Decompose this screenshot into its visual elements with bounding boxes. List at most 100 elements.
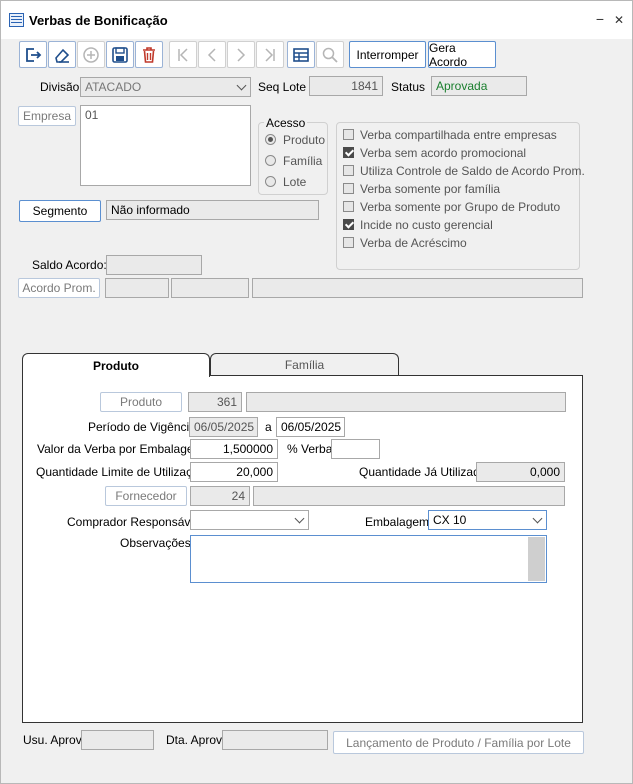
exit-icon — [26, 47, 42, 62]
save-button[interactable] — [106, 41, 134, 68]
chevron-down-icon — [236, 80, 247, 91]
periodo-label: Período de Vigência — [88, 420, 196, 434]
periodo-separator: a — [265, 420, 272, 434]
tab-produto[interactable]: Produto — [22, 353, 210, 377]
produto-desc-field[interactable] — [246, 392, 566, 412]
pct-verba-label: % Verba — [287, 442, 333, 456]
dta-aprov-field[interactable] — [222, 730, 328, 750]
check-custo-gerencial[interactable] — [343, 219, 354, 230]
check-sem-acordo-label: Verba sem acordo promocional — [360, 146, 527, 160]
delete-button[interactable] — [135, 41, 163, 68]
dta-aprov-label: Dta. Aprov. — [166, 733, 225, 747]
check-controle-saldo-label: Utiliza Controle de Saldo de Acordo Prom… — [360, 164, 585, 178]
exit-button[interactable] — [19, 41, 47, 68]
window-icon — [9, 13, 24, 27]
usu-aprov-label: Usu. Aprov. — [23, 733, 85, 747]
check-grupo-produto-label: Verba somente por Grupo de Produto — [360, 200, 561, 214]
acordo-prom-field-1[interactable] — [105, 278, 169, 298]
saldo-acordo-label: Saldo Acordo: — [32, 258, 107, 272]
pct-verba-field[interactable] — [331, 439, 380, 459]
status-field[interactable]: Aprovada — [431, 76, 527, 96]
check-acrescimo[interactable] — [343, 237, 354, 248]
valor-verba-field[interactable]: 1,500000 — [190, 439, 278, 459]
eraser-icon — [55, 48, 70, 63]
first-icon — [178, 47, 188, 62]
check-custo-gerencial-label: Incide no custo gerencial — [360, 218, 493, 232]
divisao-select[interactable]: ATACADO — [80, 77, 251, 97]
seq-lote-field[interactable]: 1841 — [309, 76, 383, 96]
add-icon — [83, 46, 99, 63]
check-somente-familia[interactable] — [343, 183, 354, 194]
search-icon — [322, 47, 338, 63]
acordo-prom-field-2[interactable] — [171, 278, 249, 298]
acesso-familia-radio[interactable] — [265, 155, 276, 166]
valor-verba-label: Valor da Verba por Embalagem — [37, 442, 204, 456]
segmento-field[interactable]: Não informado — [106, 200, 319, 220]
qtd-usada-label: Quantidade Já Utilizada — [359, 465, 487, 479]
fornecedor-desc-field[interactable] — [253, 486, 565, 506]
lancamento-lote-button[interactable]: Lançamento de Produto / Família por Lote — [333, 731, 584, 754]
grid-view-button[interactable] — [287, 41, 315, 68]
last-record-button[interactable] — [256, 41, 284, 68]
usu-aprov-field[interactable] — [81, 730, 154, 750]
saldo-acordo-field[interactable] — [106, 255, 202, 275]
interromper-button[interactable]: Interromper — [349, 41, 426, 68]
options-group — [336, 122, 580, 270]
grid-icon — [293, 47, 309, 62]
gera-acordo-button[interactable]: Gera Acordo — [428, 41, 496, 69]
qtd-limite-field[interactable]: 20,000 — [190, 462, 278, 482]
first-record-button[interactable] — [169, 41, 197, 68]
qtd-usada-field[interactable]: 0,000 — [476, 462, 565, 482]
check-acrescimo-label: Verba de Acréscimo — [360, 236, 467, 250]
chevron-down-icon — [294, 513, 305, 524]
observacoes-textarea[interactable] — [190, 535, 547, 583]
prev-icon — [207, 47, 216, 62]
save-icon — [112, 46, 128, 63]
fornecedor-button[interactable]: Fornecedor — [105, 486, 187, 506]
check-compartilhada[interactable] — [343, 129, 354, 140]
comprador-select[interactable] — [190, 510, 309, 530]
divisao-label: Divisão — [40, 80, 80, 94]
next-record-button[interactable] — [227, 41, 255, 68]
periodo-to-field[interactable]: 06/05/2025 — [276, 417, 345, 437]
tab-familia[interactable]: Família — [210, 353, 399, 375]
acordo-prom-field-3[interactable] — [252, 278, 583, 298]
check-grupo-produto[interactable] — [343, 201, 354, 212]
fornecedor-code-field[interactable]: 24 — [190, 486, 250, 506]
minimize-button[interactable]: − — [595, 11, 605, 27]
seq-lote-label: Seq Lote — [258, 80, 307, 94]
empresa-button[interactable]: Empresa — [18, 106, 76, 126]
segmento-button[interactable]: Segmento — [19, 200, 101, 222]
title-bar: Verbas de Bonificação − ✕ — [1, 1, 632, 39]
delete-icon — [143, 46, 155, 63]
search-button[interactable] — [316, 41, 344, 68]
embalagem-select[interactable]: CX 10 — [428, 510, 547, 530]
close-button[interactable]: ✕ — [613, 13, 625, 27]
acesso-produto-label: Produto — [283, 133, 326, 147]
observacoes-scrollbar[interactable] — [528, 537, 545, 581]
acesso-lote-label: Lote — [283, 175, 307, 189]
next-icon — [237, 47, 246, 62]
add-button[interactable] — [77, 41, 105, 68]
periodo-from-field[interactable]: 06/05/2025 — [189, 417, 258, 437]
last-icon — [265, 47, 275, 62]
acesso-familia-label: Família — [283, 154, 323, 168]
clear-button[interactable] — [48, 41, 76, 68]
produto-code-field[interactable]: 361 — [188, 392, 242, 412]
acesso-lote-radio[interactable] — [265, 176, 276, 187]
check-sem-acordo[interactable] — [343, 147, 354, 158]
acordo-prom-button[interactable]: Acordo Prom. — [18, 278, 100, 298]
acesso-title: Acesso — [264, 116, 308, 130]
check-compartilhada-label: Verba compartilhada entre empresas — [360, 128, 557, 142]
status-label: Status — [391, 80, 426, 94]
prev-record-button[interactable] — [198, 41, 226, 68]
embalagem-label: Embalagem — [365, 515, 430, 529]
check-somente-familia-label: Verba somente por família — [360, 182, 501, 196]
acesso-produto-radio[interactable] — [265, 134, 276, 145]
comprador-label: Comprador Responsável — [67, 515, 200, 529]
produto-button[interactable]: Produto — [100, 392, 182, 412]
check-controle-saldo[interactable] — [343, 165, 354, 176]
observacoes-label: Observações — [120, 536, 191, 550]
empresa-list[interactable]: 01 — [80, 105, 251, 186]
